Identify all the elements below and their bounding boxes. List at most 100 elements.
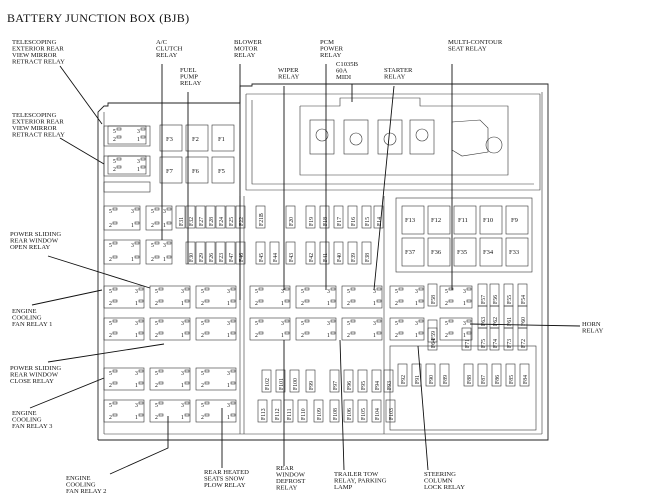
fuse-f43: F43	[285, 241, 296, 265]
fuse-f103: F103	[385, 399, 396, 423]
callout-text: RELAY	[278, 74, 300, 81]
relay-pin-label: 3	[373, 321, 376, 327]
callout-text: TELESCOPING	[12, 39, 57, 46]
relay-pin-label: 2	[445, 301, 448, 307]
callout-text: RELAY, PARKING	[334, 478, 387, 485]
relay-pin-label: 5	[109, 209, 112, 215]
fuse-label: F56	[493, 295, 499, 304]
callout-text: RELAY	[180, 80, 202, 87]
fuse-f11: F11	[458, 217, 468, 224]
fuse-f72: F72	[517, 327, 528, 351]
relay-pin-label: 1	[135, 383, 138, 389]
relay-pin-label: 3	[327, 321, 330, 327]
relay-pin-label: 5	[113, 129, 116, 135]
fuse-label: F22	[239, 217, 245, 226]
fuse-label: F58	[431, 295, 437, 304]
callout-text: SEATS SNOW	[204, 476, 245, 483]
relay-pin-label: 5	[347, 289, 350, 295]
fuse-f54: F54	[517, 283, 528, 307]
callout-text: RETRACT RELAY	[12, 132, 65, 139]
relay-pin-label: 1	[163, 257, 166, 263]
relay-pin-label: 1	[137, 137, 140, 143]
relay-pin-label: 3	[227, 403, 230, 409]
fuse-label: F102	[265, 378, 271, 390]
relay-pin-label: 5	[155, 371, 158, 377]
fuse-f37: F37	[405, 249, 416, 256]
callout-text: MULTI-CONTOUR	[448, 39, 503, 46]
relay-pin-label: 2	[109, 257, 112, 263]
fuse-f14: F14	[373, 205, 384, 229]
fuse-f15: F15	[361, 205, 372, 229]
relay-pin-label: 1	[463, 333, 466, 339]
relay-pin-label: 1	[415, 301, 418, 307]
relay-pin-label: 2	[109, 301, 112, 307]
relay-pin-label: 3	[135, 289, 138, 295]
fuse-f7: F7	[166, 168, 174, 175]
relay-pin-label: 2	[445, 333, 448, 339]
relay-pin-label: 3	[131, 209, 134, 215]
relay-pin-label: 5	[155, 289, 158, 295]
fuse-label: F87	[481, 375, 487, 384]
callout-text: ENGINE	[12, 410, 37, 417]
relay-pin-label: 3	[463, 321, 466, 327]
leader-line	[31, 289, 103, 306]
fuse-f19: F19	[305, 205, 316, 229]
relay-pin-label: 3	[135, 371, 138, 377]
fuse-label: F40	[337, 253, 343, 262]
fuse-label: F110	[301, 408, 307, 420]
fuse-f12: F12	[431, 217, 441, 224]
relay-pin-label: 3	[181, 371, 184, 377]
leader-line	[47, 255, 151, 289]
callout-text: REAR HEATED	[204, 469, 249, 476]
leader-line	[469, 323, 581, 327]
relay-pin-label: 2	[301, 301, 304, 307]
fuse-label: F64	[431, 339, 437, 348]
callout-text: VIEW MIRROR	[12, 125, 57, 132]
relay-pin-label: 2	[395, 301, 398, 307]
relay-pin-label: 5	[109, 243, 112, 249]
fuse-label: F93	[387, 381, 393, 390]
fuse-label: F15	[365, 217, 371, 226]
fuse-f55: F55	[503, 283, 514, 307]
relay-pin-label: 5	[151, 243, 154, 249]
callout-text: FAN RELAY 3	[12, 423, 53, 430]
leader-line	[47, 343, 165, 363]
fuse-label: F95	[361, 381, 367, 390]
callout-text: COOLING	[12, 315, 42, 322]
relay-pin-label: 3	[163, 209, 166, 215]
fuse-f32: F32	[185, 205, 196, 229]
fuse-label: F43	[289, 253, 295, 262]
fuse-label: F92	[401, 375, 407, 384]
callout-text: RELAY	[276, 485, 298, 492]
fuse-label: F88	[467, 375, 473, 384]
relay-pin-label: 3	[131, 243, 134, 249]
callout-text: BLOWER	[234, 39, 262, 46]
callout-text: C1035B	[336, 61, 359, 68]
callout-text: SEAT RELAY	[448, 46, 487, 53]
fuse-label: F113	[261, 408, 267, 420]
callout-text: FAN RELAY 1	[12, 321, 52, 328]
fuse-f44: F44	[269, 241, 280, 265]
fuse-label: F85	[509, 375, 515, 384]
callout-text: ENGINE	[66, 475, 91, 482]
relay-pin-label: 1	[181, 415, 184, 421]
fuse-f30: F30	[185, 241, 196, 265]
relay-pin-label: 5	[201, 403, 204, 409]
fuse-f26: F26	[205, 241, 216, 265]
relay-pin-label: 3	[227, 371, 230, 377]
